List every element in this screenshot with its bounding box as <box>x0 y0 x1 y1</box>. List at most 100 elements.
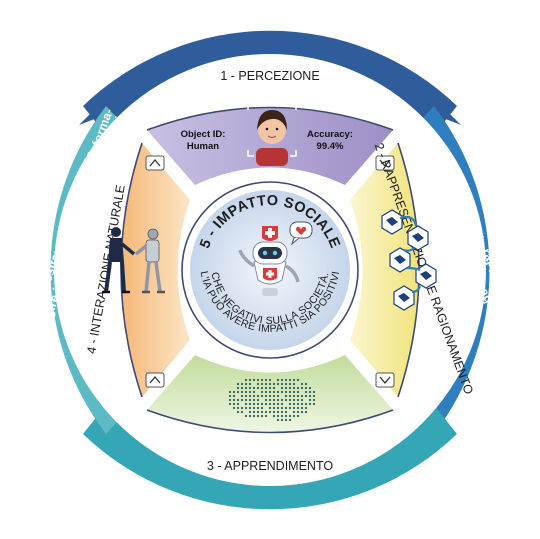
brain-dot <box>272 386 276 390</box>
brain-dot <box>268 390 272 394</box>
brain-dot <box>236 382 240 386</box>
brain-dot <box>272 390 276 394</box>
brain-dot <box>284 414 288 418</box>
brain-dot <box>268 378 272 382</box>
heart-speech-bubble-icon <box>289 221 313 246</box>
brain-dot <box>288 378 292 382</box>
brain-dot <box>276 382 280 386</box>
accuracy-value: 99.4% <box>317 141 344 152</box>
brain-dot <box>280 410 284 414</box>
brain-dot <box>272 406 276 410</box>
brain-dot <box>284 382 288 386</box>
object-id-label: Object ID: <box>181 129 226 140</box>
brain-dot <box>248 402 252 406</box>
perception-content: Object ID: Human Accuracy: 99.4% <box>181 103 353 166</box>
brain-dot <box>288 398 292 402</box>
quadrant-panels <box>120 106 420 434</box>
brain-dot <box>304 410 308 414</box>
brain-dot <box>260 382 264 386</box>
brain-dot <box>312 390 316 394</box>
brain-dot <box>244 414 248 418</box>
brain-dot <box>228 402 232 406</box>
swiss-shield-icon <box>262 226 278 241</box>
brain-dot <box>284 378 288 382</box>
brain-dot <box>260 406 264 410</box>
brain-dot <box>308 386 312 390</box>
brain-dot <box>276 378 280 382</box>
handshake-icon <box>102 227 165 294</box>
brain-dot <box>244 378 248 382</box>
brain-dot <box>300 382 304 386</box>
brain-dot <box>244 398 248 402</box>
brain-dot <box>280 414 284 418</box>
swiss-shield-icon <box>263 268 277 281</box>
brain-dot <box>272 414 276 418</box>
brain-dot <box>240 382 244 386</box>
brain-dot <box>236 410 240 414</box>
brain-dot <box>288 414 292 418</box>
brain-dot <box>304 386 308 390</box>
brain-dot <box>268 394 272 398</box>
brain-dot <box>292 414 296 418</box>
brain-dot <box>256 414 260 418</box>
brain-dot <box>260 390 264 394</box>
brain-dot <box>292 410 296 414</box>
brain-dot <box>264 382 268 386</box>
brain-dot <box>308 390 312 394</box>
brain-dot <box>244 394 248 398</box>
brain-dot <box>296 386 300 390</box>
brain-dot <box>236 386 240 390</box>
brain-dot <box>284 390 288 394</box>
cube-icon <box>389 247 411 273</box>
brain-dot <box>248 410 252 414</box>
brain-dot <box>292 390 296 394</box>
brain-dot <box>236 402 240 406</box>
brain-dot <box>232 398 236 402</box>
brain-dot <box>252 398 256 402</box>
brain-dot <box>256 398 260 402</box>
brain-dot <box>240 390 244 394</box>
social-impact-center: 5 - IMPATTO SOCIALE L'IA PUÒ AVERE IMPAT… <box>181 181 359 359</box>
brain-dot <box>260 386 264 390</box>
brain-dot <box>304 402 308 406</box>
chevron-icon <box>375 155 395 171</box>
brain-dot <box>268 410 272 414</box>
brain-dot <box>232 390 236 394</box>
brain-dot <box>296 406 300 410</box>
brain-dot <box>248 406 252 410</box>
brain-dot <box>308 402 312 406</box>
brain-dot <box>296 378 300 382</box>
brain-dot <box>264 386 268 390</box>
brain-dot <box>288 402 292 406</box>
brain-dot <box>248 390 252 394</box>
brain-dot <box>288 386 292 390</box>
brain-dot <box>272 402 276 406</box>
brain-dot <box>280 378 284 382</box>
brain-dot <box>256 378 260 382</box>
brain-dot <box>248 378 252 382</box>
brain-dot <box>248 414 252 418</box>
brain-dot <box>264 402 268 406</box>
brain-dot <box>264 398 268 402</box>
brain-dot <box>292 398 296 402</box>
cube-icon <box>393 285 415 311</box>
brain-dot <box>268 406 272 410</box>
brain-dot <box>304 390 308 394</box>
brain-dot <box>228 394 232 398</box>
brain-dot <box>256 410 260 414</box>
brain-dot <box>276 402 280 406</box>
brain-dot <box>268 402 272 406</box>
brain-dot <box>260 414 264 418</box>
brain-dot <box>292 394 296 398</box>
brain-dot <box>240 398 244 402</box>
brain-dot <box>284 406 288 410</box>
brain-dot <box>276 390 280 394</box>
brain-dot <box>248 382 252 386</box>
learning-panel <box>147 355 393 433</box>
brain-dot <box>252 378 256 382</box>
brain-dot <box>296 410 300 414</box>
brain-dot <box>228 390 232 394</box>
brain-dot <box>252 390 256 394</box>
brain-dot <box>280 406 284 410</box>
